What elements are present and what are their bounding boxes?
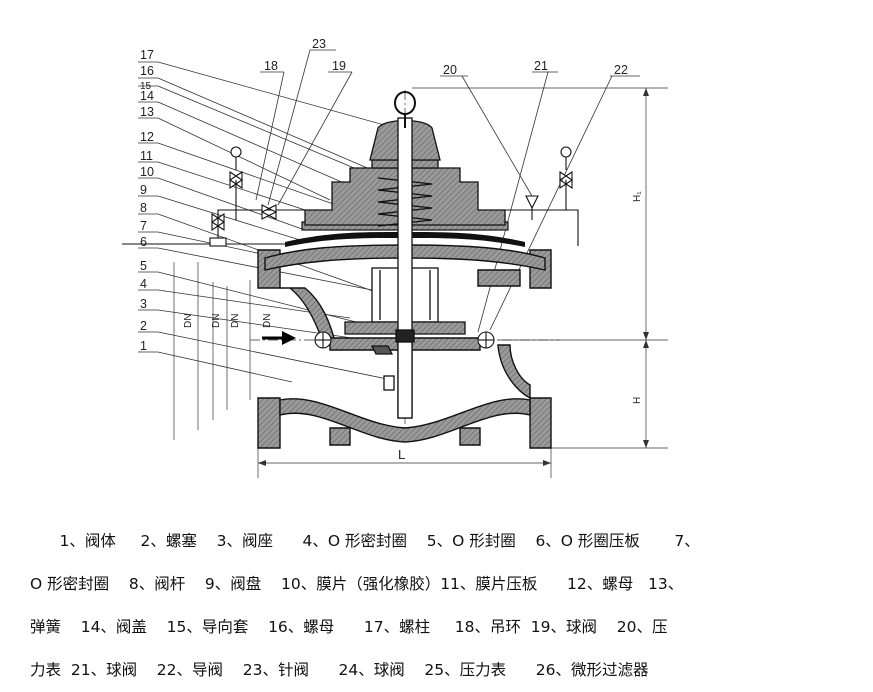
callout-7: 7 <box>140 219 147 233</box>
callout-17: 17 <box>140 48 154 62</box>
callout-18: 18 <box>264 59 278 73</box>
pilot-valves <box>209 146 573 349</box>
callout-16: 16 <box>140 64 154 78</box>
callout-14: 14 <box>140 89 154 103</box>
flow-direction-arrow <box>262 331 296 345</box>
valve-cross-section-drawing: 17 16 15 14 13 12 11 10 9 8 7 6 5 4 3 2 … <box>122 37 668 478</box>
dn-label-1: DN <box>183 314 194 328</box>
legend-line-4: 力表 21、球阀 22、导阀 23、针阀 24、球阀 25、压力表 26、微形过… <box>30 649 850 692</box>
callout-4: 4 <box>140 277 147 291</box>
parts-legend: 1、阀体 2、螺塞 3、阀座 4、O 形密封圈 5、O 形封圈 6、O 形圈压板… <box>30 520 850 692</box>
dn-label-4: DN <box>262 314 273 328</box>
callout-8: 8 <box>140 201 147 215</box>
callout-20: 20 <box>443 63 457 77</box>
callout-11: 11 <box>140 149 153 163</box>
legend-text-1: 1、阀体 2、螺塞 3、阀座 4、O 形密封圈 5、O 形封圈 6、O 形圈压板… <box>30 532 700 550</box>
callout-numbers: 17 16 15 14 13 12 11 10 9 8 7 6 5 4 3 2 … <box>140 37 628 353</box>
callout-19: 19 <box>332 59 346 73</box>
callout-21: 21 <box>534 59 548 73</box>
callout-1: 1 <box>140 339 147 353</box>
dimension-arrows <box>258 88 649 466</box>
dn-label-3: DN <box>230 314 241 328</box>
callout-5: 5 <box>140 259 147 273</box>
legend-line-1: 1、阀体 2、螺塞 3、阀座 4、O 形密封圈 5、O 形封圈 6、O 形圈压板… <box>30 520 850 563</box>
height-label: H <box>632 397 643 404</box>
pilot-piping <box>122 180 579 246</box>
callout-10: 10 <box>140 165 154 179</box>
dn-label-2: DN <box>211 314 222 328</box>
callout-23: 23 <box>312 37 326 51</box>
callout-15: 15 <box>140 81 152 92</box>
callout-2: 2 <box>140 319 147 333</box>
leader-lines-right <box>440 71 640 333</box>
legend-text-3: 弹簧 14、阀盖 15、导向套 16、螺母 17、螺柱 18、吊环 19、球阀 … <box>30 618 668 636</box>
legend-line-3: 弹簧 14、阀盖 15、导向套 16、螺母 17、螺柱 18、吊环 19、球阀 … <box>30 606 850 649</box>
callout-12: 12 <box>140 130 154 144</box>
legend-text-2: O 形密封圈 8、阀杆 9、阀盘 10、膜片（强化橡胶）11、膜片压板 12、螺… <box>30 575 684 593</box>
legend-line-2: O 形密封圈 8、阀杆 9、阀盘 10、膜片（强化橡胶）11、膜片压板 12、螺… <box>30 563 850 606</box>
height1-label: H₁ <box>632 191 643 202</box>
callout-3: 3 <box>140 297 147 311</box>
callout-9: 9 <box>140 183 147 197</box>
length-label: L <box>398 447 405 462</box>
bonnet <box>304 119 506 226</box>
dimension-labels: DN DN DN DN L H H₁ <box>183 191 643 462</box>
callout-22: 22 <box>614 63 628 77</box>
lifting-eye <box>394 91 416 128</box>
callout-6: 6 <box>140 235 147 249</box>
callout-13: 13 <box>140 105 154 119</box>
valve-disc <box>370 329 415 419</box>
legend-text-4: 力表 21、球阀 22、导阀 23、针阀 24、球阀 25、压力表 26、微形过… <box>30 661 649 679</box>
